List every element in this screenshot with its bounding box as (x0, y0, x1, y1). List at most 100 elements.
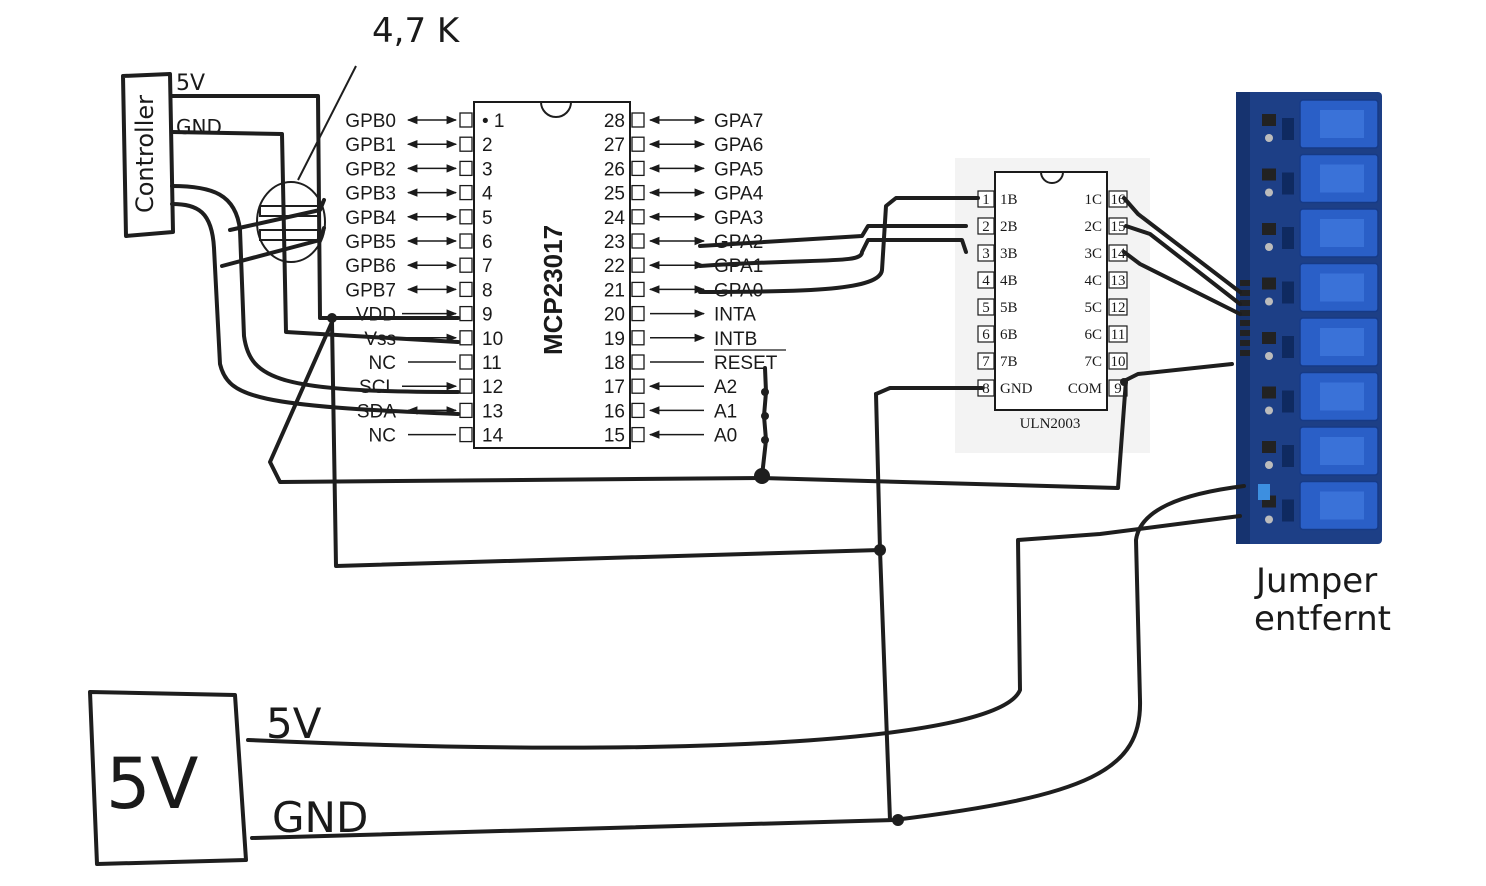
pin-number: 11 (482, 353, 502, 374)
relay-header-pin (1240, 310, 1250, 316)
relay-module (1262, 99, 1379, 149)
wire-controller-sda (170, 202, 460, 416)
pin-label: INTB (714, 329, 757, 350)
uln2003-name: ULN2003 (1020, 416, 1081, 432)
wire-gpa0-to-1b (698, 196, 980, 294)
pin-number: 6 (982, 327, 990, 343)
uln-pin-1: 1 1B (977, 190, 1018, 208)
pin-number: 6 (482, 232, 493, 253)
pin-label: GPB7 (345, 280, 396, 301)
pin-label: GPB1 (345, 135, 396, 156)
pin-number: 10 (1111, 354, 1126, 370)
pin-label: NC (369, 353, 396, 374)
relay-header-pin (1240, 340, 1250, 346)
relay-header-pin (1240, 330, 1250, 336)
pin-label: 2C (1084, 219, 1102, 235)
pin-label: GPB5 (345, 232, 396, 253)
pin-number: 15 (604, 426, 625, 447)
pin-number: 21 (604, 280, 625, 301)
pin-label: 3C (1084, 246, 1102, 262)
pin-label: GND (1000, 381, 1033, 397)
pin-number: 17 (604, 377, 625, 398)
pin-label: SCL (359, 377, 396, 398)
wire-controller-5v (170, 94, 460, 320)
pin-label: 3B (1000, 246, 1018, 262)
pin-label: 5B (1000, 300, 1018, 316)
wire-gnd-rail (268, 320, 1128, 490)
mcp23017-chip: MCP23017 • 1GPB02GPB13GPB24GPB35GPB46GPB… (345, 101, 786, 449)
pin-label: 4C (1084, 273, 1102, 289)
resistor-2 (259, 229, 319, 241)
wire-2c-to-relay (1124, 224, 1242, 306)
pin-number: 13 (1111, 273, 1126, 289)
resistor-note-pointer (297, 65, 357, 181)
pin-number: 13 (482, 401, 503, 422)
junction-dot (761, 388, 769, 396)
relay-module (1262, 153, 1379, 204)
junction-dot (761, 412, 769, 420)
mcp-pin-11: 11 NC (369, 353, 502, 374)
pin-number: 8 (982, 381, 990, 397)
pin-label: GPB3 (345, 184, 396, 205)
controller-label: Controller (131, 95, 159, 213)
uln-pin-14: 14 3C (1084, 244, 1128, 262)
junction-dot (1120, 378, 1128, 386)
pin-label: GPB4 (345, 208, 396, 229)
wire-pullup-scl (228, 198, 326, 232)
mcp-pin-27: 27 GPA6 (604, 135, 763, 156)
pin-number: 22 (604, 256, 625, 277)
junction-dot (327, 313, 337, 323)
pin-number: 19 (604, 329, 625, 350)
pin-number: 15 (1111, 219, 1126, 235)
mcp-pin-19: 19 INTB (604, 329, 757, 350)
relay-module (1262, 480, 1379, 531)
pin-number: 14 (1111, 246, 1127, 262)
pin-number: 1 (982, 192, 990, 208)
pin-label: GPA6 (714, 135, 763, 156)
wires (170, 94, 1246, 840)
pin-number: 9 (482, 305, 493, 326)
junction-dot (874, 544, 886, 556)
jumper (1258, 484, 1270, 500)
pin-number: 4 (982, 273, 990, 289)
pin-label: 2B (1000, 219, 1018, 235)
wire-vdd-rail (330, 320, 882, 568)
uln-pin-5: 5 5B (977, 298, 1018, 316)
pin-number: 25 (604, 184, 625, 205)
pin-label: GPA5 (714, 159, 763, 180)
relay-module (1262, 262, 1379, 313)
relay-module (1262, 371, 1379, 422)
wire-psu-gnd (250, 484, 1246, 840)
pin-number: 3 (982, 246, 990, 262)
pin-number: 7 (482, 256, 493, 277)
uln-pin-8: 8 GND (977, 379, 1033, 397)
controller-box: Controller 5V GND (121, 71, 222, 238)
pin-number: 10 (482, 329, 503, 350)
uln-pin-15: 15 2C (1084, 217, 1128, 235)
relay-header-pin (1240, 350, 1250, 356)
pin-number: 16 (1111, 192, 1127, 208)
pin-number: 27 (604, 135, 625, 156)
pin-label: NC (369, 426, 396, 447)
pin-label: COM (1068, 381, 1102, 397)
pin-number: 5 (482, 208, 493, 229)
pin-number: 20 (604, 305, 625, 326)
wire-controller-scl (170, 184, 460, 394)
pin-label: 1B (1000, 192, 1018, 208)
pin-number: 5 (982, 300, 990, 316)
